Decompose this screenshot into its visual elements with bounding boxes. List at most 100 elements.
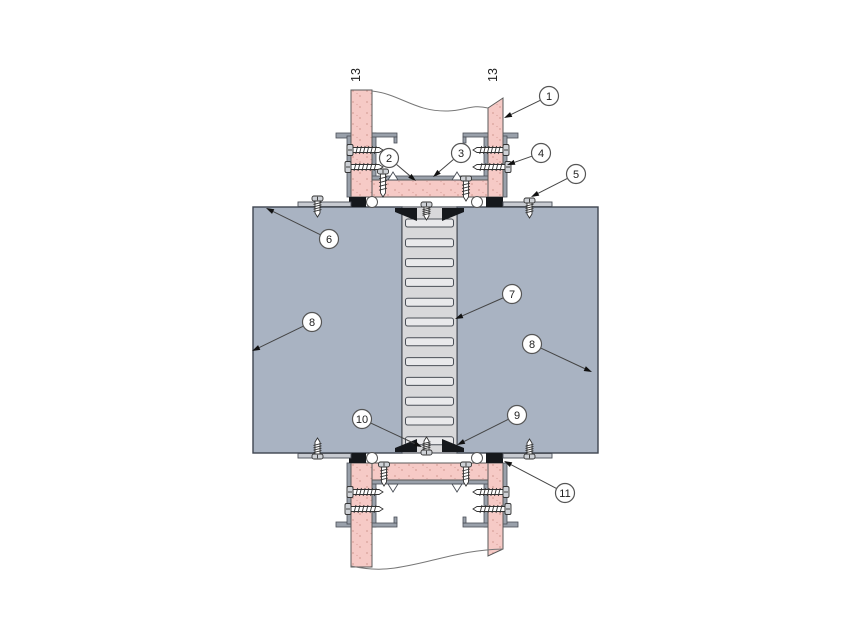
callout-number: 4 xyxy=(538,148,544,160)
leader-arrowhead xyxy=(455,313,464,319)
callout-7: 7 xyxy=(455,283,523,319)
wall-panel-right xyxy=(456,206,599,454)
callout-6: 6 xyxy=(266,208,340,250)
callout-number: 2 xyxy=(386,153,392,165)
top-stud-assembly xyxy=(297,89,553,221)
leader-arrowhead xyxy=(413,441,422,447)
callout-balloon xyxy=(378,147,400,169)
leader-line xyxy=(258,325,304,348)
leader-line xyxy=(463,419,509,442)
callout-balloon xyxy=(554,482,576,504)
backer-rod xyxy=(366,452,378,464)
metal-track xyxy=(371,132,398,138)
leader-line xyxy=(272,211,321,236)
leader-arrowhead xyxy=(252,345,261,351)
steel-strip xyxy=(297,453,352,459)
callout-number: 5 xyxy=(573,169,579,181)
screw xyxy=(311,195,324,218)
strip-lamination-bar xyxy=(405,277,454,287)
metal-track xyxy=(483,479,489,528)
gypsum-stud xyxy=(350,89,373,198)
screw xyxy=(311,437,324,460)
screw xyxy=(472,161,512,173)
gypsum-board xyxy=(371,179,489,198)
leader-line xyxy=(370,422,415,445)
screw xyxy=(472,486,510,498)
screw xyxy=(523,197,536,219)
screw xyxy=(472,503,512,515)
strip-lamination-bar xyxy=(405,416,454,426)
callout-number: 1 xyxy=(546,91,552,103)
screw xyxy=(378,461,390,487)
callout-2: 2 xyxy=(378,147,416,181)
callout-number: 3 xyxy=(458,148,464,160)
callout-balloon xyxy=(501,283,523,305)
leader-line xyxy=(537,178,568,194)
leader-arrowhead xyxy=(583,366,592,372)
stud-label: 13 xyxy=(349,68,363,82)
callout-9: 9 xyxy=(457,404,528,445)
leader-line xyxy=(438,159,454,173)
metal-track xyxy=(371,479,489,485)
callout-number: 6 xyxy=(326,234,332,246)
strip-lamination-bar xyxy=(405,357,454,367)
seal-black xyxy=(349,197,366,207)
strip-lamination-bar xyxy=(405,337,454,347)
leader-arrowhead xyxy=(504,461,513,468)
screw xyxy=(420,436,433,456)
callout-balloon xyxy=(506,404,528,426)
break-line xyxy=(371,90,489,112)
strip-lamination-bar xyxy=(405,396,454,406)
strip-lamination-bar xyxy=(405,238,454,248)
callout-number: 11 xyxy=(559,488,570,500)
strip-lamination-bar xyxy=(405,258,454,268)
leader-line xyxy=(510,464,557,489)
leader-line xyxy=(514,155,532,163)
callout-balloon xyxy=(538,85,560,107)
callout-number: 7 xyxy=(509,289,515,301)
metal-track xyxy=(483,132,489,181)
break-line xyxy=(350,548,504,570)
strip-lamination-bar xyxy=(405,436,454,446)
leader-arrowhead xyxy=(457,439,466,445)
seal-black xyxy=(486,197,503,207)
screw xyxy=(346,144,384,156)
strip-lamination-bar xyxy=(405,317,454,327)
steel-strip xyxy=(297,201,352,207)
sealant-wedge xyxy=(442,439,464,452)
leader-line xyxy=(510,99,541,115)
leader-arrowhead xyxy=(507,159,516,165)
screw xyxy=(377,168,389,198)
callout-balloon xyxy=(450,142,472,164)
screw xyxy=(460,461,472,487)
fire-joint-strip xyxy=(395,206,464,454)
seal-black xyxy=(486,453,503,463)
metal-track xyxy=(393,136,398,144)
metal-track xyxy=(371,132,377,181)
callout-3: 3 xyxy=(433,142,472,177)
metal-track xyxy=(462,132,489,138)
screw xyxy=(420,201,433,221)
callout-balloon xyxy=(530,142,552,164)
callout-balloon xyxy=(351,408,373,430)
leader-arrowhead xyxy=(266,208,275,214)
backer-rod xyxy=(471,452,483,464)
callout-10: 10 xyxy=(351,408,422,447)
leader-line xyxy=(540,347,585,370)
leader-line xyxy=(396,164,411,177)
break-mark xyxy=(451,483,463,493)
callout-number: 10 xyxy=(356,414,368,426)
metal-track xyxy=(462,522,489,528)
sealant-wedge xyxy=(395,208,417,221)
bottom-stud-assembly xyxy=(297,436,553,570)
callout-number: 8 xyxy=(529,339,535,351)
break-mark xyxy=(451,171,463,181)
screw xyxy=(472,144,510,156)
sealant-wedge xyxy=(442,208,464,221)
callout-balloon xyxy=(318,228,340,250)
leader-arrowhead xyxy=(504,112,513,118)
callout-4: 4 xyxy=(507,142,552,165)
callout-balloon xyxy=(565,163,587,185)
strip-lamination-bar xyxy=(405,376,454,386)
strip-lamination-bar xyxy=(405,218,454,228)
